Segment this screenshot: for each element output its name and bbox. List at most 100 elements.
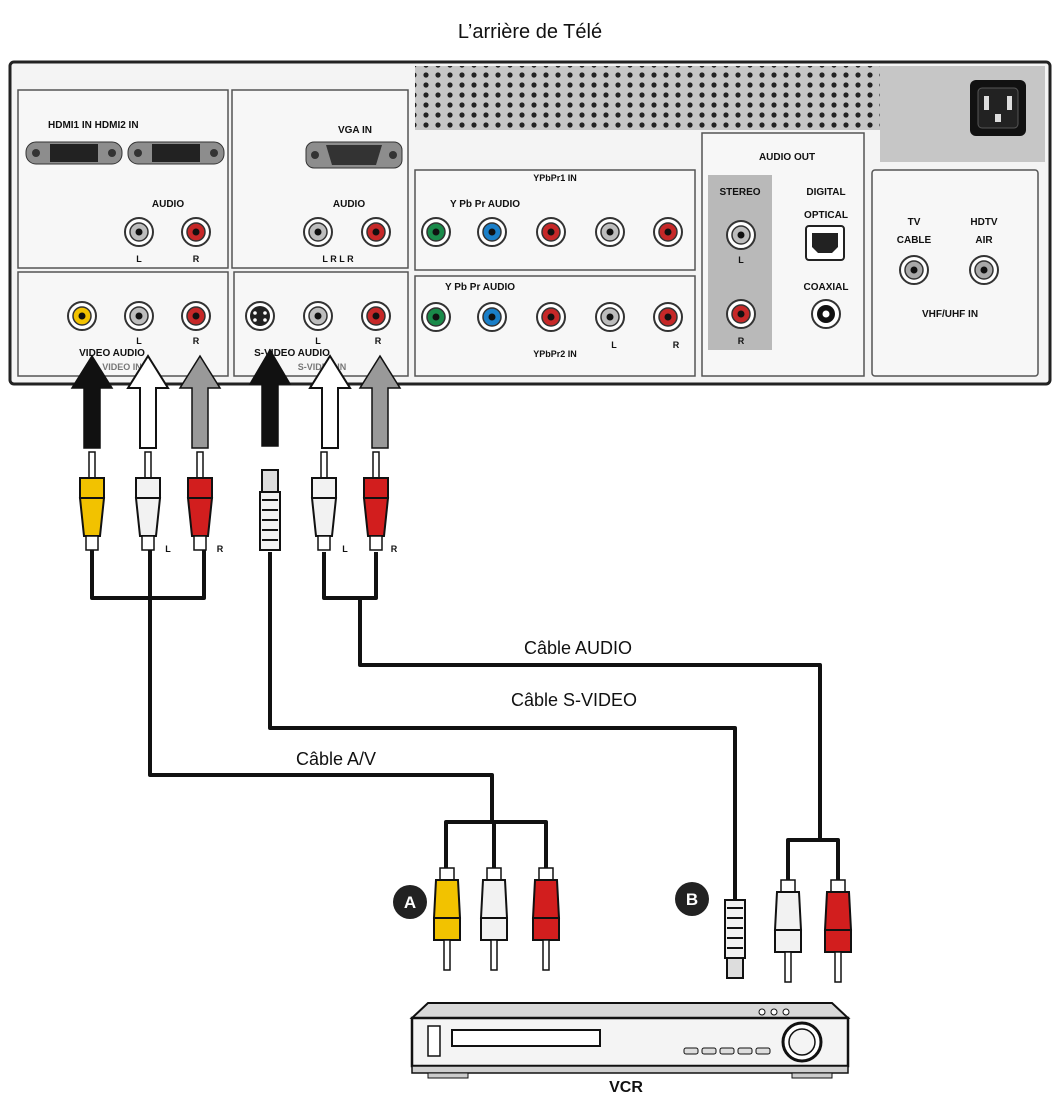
stereo-l-label: L xyxy=(738,255,744,265)
vga-section: VGA IN AUDIO L R L R xyxy=(231,89,409,269)
video-in-r-jack-icon xyxy=(181,301,211,331)
plug-audio-r-bottom-icon xyxy=(531,867,561,971)
stereo-label: STEREO xyxy=(719,187,760,198)
video-in-l-jack-icon xyxy=(124,301,154,331)
hdmi-audio-l-label: L xyxy=(136,254,142,264)
arrow-audio-l xyxy=(126,354,170,449)
hdmi-audio-l-jack-icon xyxy=(124,217,154,247)
ypbpr1-pr-jack-icon xyxy=(536,217,566,247)
svideo-in-jack-icon xyxy=(245,301,275,331)
svideo-in-r-jack-icon xyxy=(361,301,391,331)
ypbpr2-pb-jack-icon xyxy=(477,302,507,332)
plug-audio-r-top-label: R xyxy=(217,544,224,554)
plug-svideo-bottom-icon xyxy=(724,899,746,979)
av-cable xyxy=(148,548,494,820)
plug-svideo-audio-l-top-icon xyxy=(310,451,338,551)
ypbpr2-section: Y Pb Pr AUDIO L R YPbPr2 IN xyxy=(414,275,696,377)
arrow-svideo-audio-l xyxy=(308,354,352,449)
cable-svideo-caption: Câble S-VIDEO xyxy=(511,690,637,710)
air-rf-jack-icon xyxy=(969,255,999,285)
hdmi-audio-r-jack-icon xyxy=(181,217,211,247)
audio-cable-top-split xyxy=(322,552,378,600)
av-cable-bottom-split xyxy=(444,820,548,868)
stereo-r-jack-icon xyxy=(726,299,756,329)
vcr-device xyxy=(409,1002,851,1079)
vcr-power-indicator xyxy=(427,1025,441,1057)
audio-out-section: AUDIO OUT STEREO L R DIGITAL OPTICAL COA… xyxy=(701,132,865,377)
svideo-in-l-label: L xyxy=(315,336,321,346)
cable-av-caption: Câble A/V xyxy=(296,749,376,769)
svideo-cable xyxy=(268,552,737,902)
arrow-audio-r xyxy=(178,354,222,449)
video-in-label: VIDEO IN xyxy=(102,362,142,372)
ypbpr1-section: YPbPr1 IN Y Pb Pr AUDIO xyxy=(414,169,696,271)
ypbpr2-sub-label: Y Pb Pr AUDIO xyxy=(445,282,515,293)
badge-a-label: A xyxy=(404,893,416,912)
stereo-l-jack-icon xyxy=(726,220,756,250)
hdtv-label: HDTV xyxy=(970,217,998,228)
badge-b-label: B xyxy=(686,890,698,909)
ypbpr1-label: YPbPr1 IN xyxy=(533,173,577,183)
vhf-uhf-label: VHF/UHF IN xyxy=(922,309,978,320)
svideo-in-r-label: R xyxy=(375,336,382,346)
tv-back-panel: HDMI1 IN HDMI2 IN AUDIO L R VGA IN xyxy=(8,60,1052,386)
svideo-audio-label: S-VIDEO AUDIO xyxy=(254,348,330,359)
vcr-knob-icon xyxy=(781,1021,823,1063)
ypbpr1-sub-label: Y Pb Pr AUDIO xyxy=(450,199,520,210)
plug-svideo-audio-r-top-label: R xyxy=(391,544,398,554)
hdmi-audio-label: AUDIO xyxy=(152,199,184,210)
arrow-svideo xyxy=(248,348,292,447)
hdmi-audio-r-label: R xyxy=(193,254,200,264)
plug-audio-r-top-icon xyxy=(186,451,214,551)
ypbpr2-audio-l-jack-icon xyxy=(595,302,625,332)
ypbpr1-y-jack-icon xyxy=(421,217,451,247)
plug-audio-l-top-icon xyxy=(134,451,162,551)
audio-cable xyxy=(358,598,822,840)
hdmi2-port-icon xyxy=(127,141,225,165)
vga-port-icon xyxy=(305,141,403,169)
optical-port-icon xyxy=(805,225,845,261)
coaxial-label: COAXIAL xyxy=(804,282,849,293)
video-in-l-label: L xyxy=(136,336,142,346)
video-in-r-label: R xyxy=(193,336,200,346)
ypbpr1-pb-jack-icon xyxy=(477,217,507,247)
ypbpr1-audio-l-jack-icon xyxy=(595,217,625,247)
vga-audio-r-jack-icon xyxy=(361,217,391,247)
plug-video-top-icon xyxy=(78,451,106,551)
hdmi1-port-icon xyxy=(25,141,123,165)
svideo-in-l-jack-icon xyxy=(303,301,333,331)
arrow-video xyxy=(70,354,114,449)
ypbpr2-r-label: R xyxy=(673,340,680,350)
video-audio-label: VIDEO AUDIO xyxy=(79,348,145,359)
cable-label: CABLE xyxy=(897,235,932,246)
plug-svideo-audio-r-top-icon xyxy=(362,451,390,551)
vga-audio-label: AUDIO xyxy=(333,199,365,210)
vga-lr-label: L R L R xyxy=(322,254,354,264)
ypbpr1-audio-r-jack-icon xyxy=(653,217,683,247)
plug-audio-l-top-label: L xyxy=(165,544,171,554)
vcr-buttons xyxy=(683,1008,790,1055)
ypbpr2-l-label: L xyxy=(611,340,617,350)
vcr-tape-slot xyxy=(451,1029,601,1047)
hdmi-label: HDMI1 IN HDMI2 IN xyxy=(48,120,139,131)
ypbpr2-y-jack-icon xyxy=(421,302,451,332)
air-label: AIR xyxy=(975,235,993,246)
coaxial-jack-icon xyxy=(811,299,841,329)
arrow-svideo-audio-r xyxy=(358,354,402,449)
vcr-label: VCR xyxy=(609,1079,643,1096)
video-in-section: L R VIDEO AUDIO VIDEO IN xyxy=(17,271,229,377)
audio-out-label: AUDIO OUT xyxy=(759,152,815,163)
cable-audio-caption: Câble AUDIO xyxy=(524,638,632,658)
optical-label: OPTICAL xyxy=(804,210,848,221)
plug-video-bottom-icon xyxy=(432,867,462,971)
cable-rf-jack-icon xyxy=(899,255,929,285)
vga-label: VGA IN xyxy=(338,125,372,136)
plug-svideo-top-icon xyxy=(259,469,281,551)
vga-audio-l-jack-icon xyxy=(303,217,333,247)
badge-b: B xyxy=(675,882,709,916)
hdmi-section: HDMI1 IN HDMI2 IN AUDIO L R xyxy=(17,89,229,269)
tv-label: TV xyxy=(908,217,921,228)
diagram-title: L’arrière de Télé xyxy=(458,21,602,43)
video-in-video-jack-icon xyxy=(67,301,97,331)
